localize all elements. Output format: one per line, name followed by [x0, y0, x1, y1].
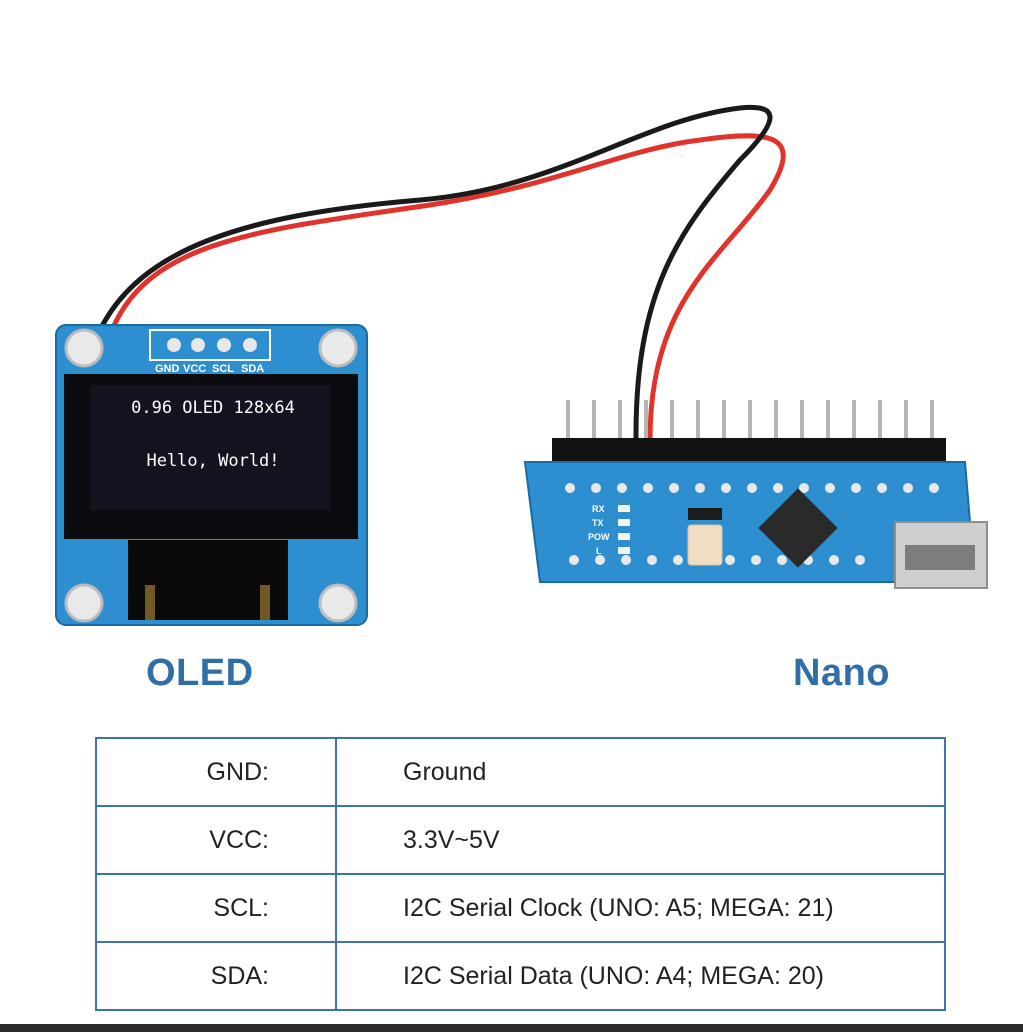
crystal [688, 508, 722, 520]
pin [566, 400, 570, 440]
led-label-l: L [596, 546, 602, 556]
table-row: SCL: I2C Serial Clock (UNO: A5; MEGA: 21… [95, 873, 946, 943]
via [591, 483, 601, 493]
pin-description: Ground [335, 737, 946, 807]
oled-screen-line-1: 0.96 OLED 128x64 [131, 398, 295, 418]
pin [904, 400, 908, 440]
pin [774, 400, 778, 440]
bottom-border-bar [0, 1024, 1023, 1032]
pin-description: 3.3V~5V [335, 805, 946, 875]
header-pin [167, 338, 181, 352]
reset-button [687, 524, 723, 566]
mounting-hole [318, 328, 358, 368]
via [725, 555, 735, 565]
pin-name: SDA: [95, 941, 337, 1011]
via [777, 555, 787, 565]
via [643, 483, 653, 493]
header-pin [217, 338, 231, 352]
via [673, 555, 683, 565]
led [618, 505, 630, 512]
pin-label-gnd: GND [155, 363, 180, 375]
via [799, 483, 809, 493]
pin-name: SCL: [95, 873, 337, 943]
led-label-pow: POW [588, 532, 610, 542]
pin [670, 400, 674, 440]
led-label-rx: RX [592, 504, 605, 514]
oled-caption: OLED [146, 652, 254, 694]
via [621, 555, 631, 565]
via [855, 555, 865, 565]
table-row: GND: Ground [95, 737, 946, 807]
led-label-tx: TX [592, 518, 604, 528]
pin [618, 400, 622, 440]
oled-screen-line-2: Hello, World! [146, 451, 279, 471]
via [829, 555, 839, 565]
black-wire [97, 104, 773, 441]
via [851, 483, 861, 493]
pin-label-sda: SDA [241, 363, 264, 375]
pin [696, 400, 700, 440]
pin [826, 400, 830, 440]
pin [722, 400, 726, 440]
pin [930, 400, 934, 440]
via [647, 555, 657, 565]
pin [592, 400, 596, 440]
pin [644, 400, 648, 440]
pin-description: I2C Serial Data (UNO: A4; MEGA: 20) [335, 941, 946, 1011]
usb-opening [905, 545, 975, 570]
via [747, 483, 757, 493]
mounting-hole [318, 583, 358, 623]
via [877, 483, 887, 493]
oled-module: GND VCC SCL SDA 0.96 OLED 128x64 Hello, … [55, 324, 368, 626]
via [565, 483, 575, 493]
table-row: VCC: 3.3V~5V [95, 805, 946, 875]
via [751, 555, 761, 565]
via [825, 483, 835, 493]
via [695, 483, 705, 493]
header-pin [243, 338, 257, 352]
pin-name: GND: [95, 737, 337, 807]
via [903, 483, 913, 493]
pin [878, 400, 882, 440]
pin-description: I2C Serial Clock (UNO: A5; MEGA: 21) [335, 873, 946, 943]
pin-name: VCC: [95, 805, 337, 875]
nano-header-strip [552, 438, 946, 464]
pin [800, 400, 804, 440]
oled-display-area [90, 385, 330, 510]
mounting-hole [64, 328, 104, 368]
pin-description-table: GND: Ground VCC: 3.3V~5V SCL: I2C Serial… [95, 737, 946, 1011]
led [618, 519, 630, 526]
pin-header-outline [149, 329, 271, 361]
nano-header-pins [566, 400, 934, 440]
via [595, 555, 605, 565]
header-pin [191, 338, 205, 352]
via [929, 483, 939, 493]
led [618, 547, 630, 554]
module-illustration: GND VCC SCL SDA 0.96 OLED 128x64 Hello, … [55, 104, 988, 626]
pin [748, 400, 752, 440]
pin-label-scl: SCL [212, 363, 234, 375]
via [669, 483, 679, 493]
led [618, 533, 630, 540]
table-row: SDA: I2C Serial Data (UNO: A4; MEGA: 20) [95, 941, 946, 1011]
mounting-hole [64, 583, 104, 623]
nano-caption: Nano [793, 652, 890, 694]
via [617, 483, 627, 493]
via [773, 483, 783, 493]
via [569, 555, 579, 565]
flex-ribbon-core [155, 580, 260, 620]
red-wire [109, 133, 786, 441]
microcontroller-chip [758, 488, 838, 568]
pin [852, 400, 856, 440]
pin-label-vcc: VCC [183, 363, 206, 375]
nano-module: RX TX POW L [523, 400, 988, 589]
via [721, 483, 731, 493]
